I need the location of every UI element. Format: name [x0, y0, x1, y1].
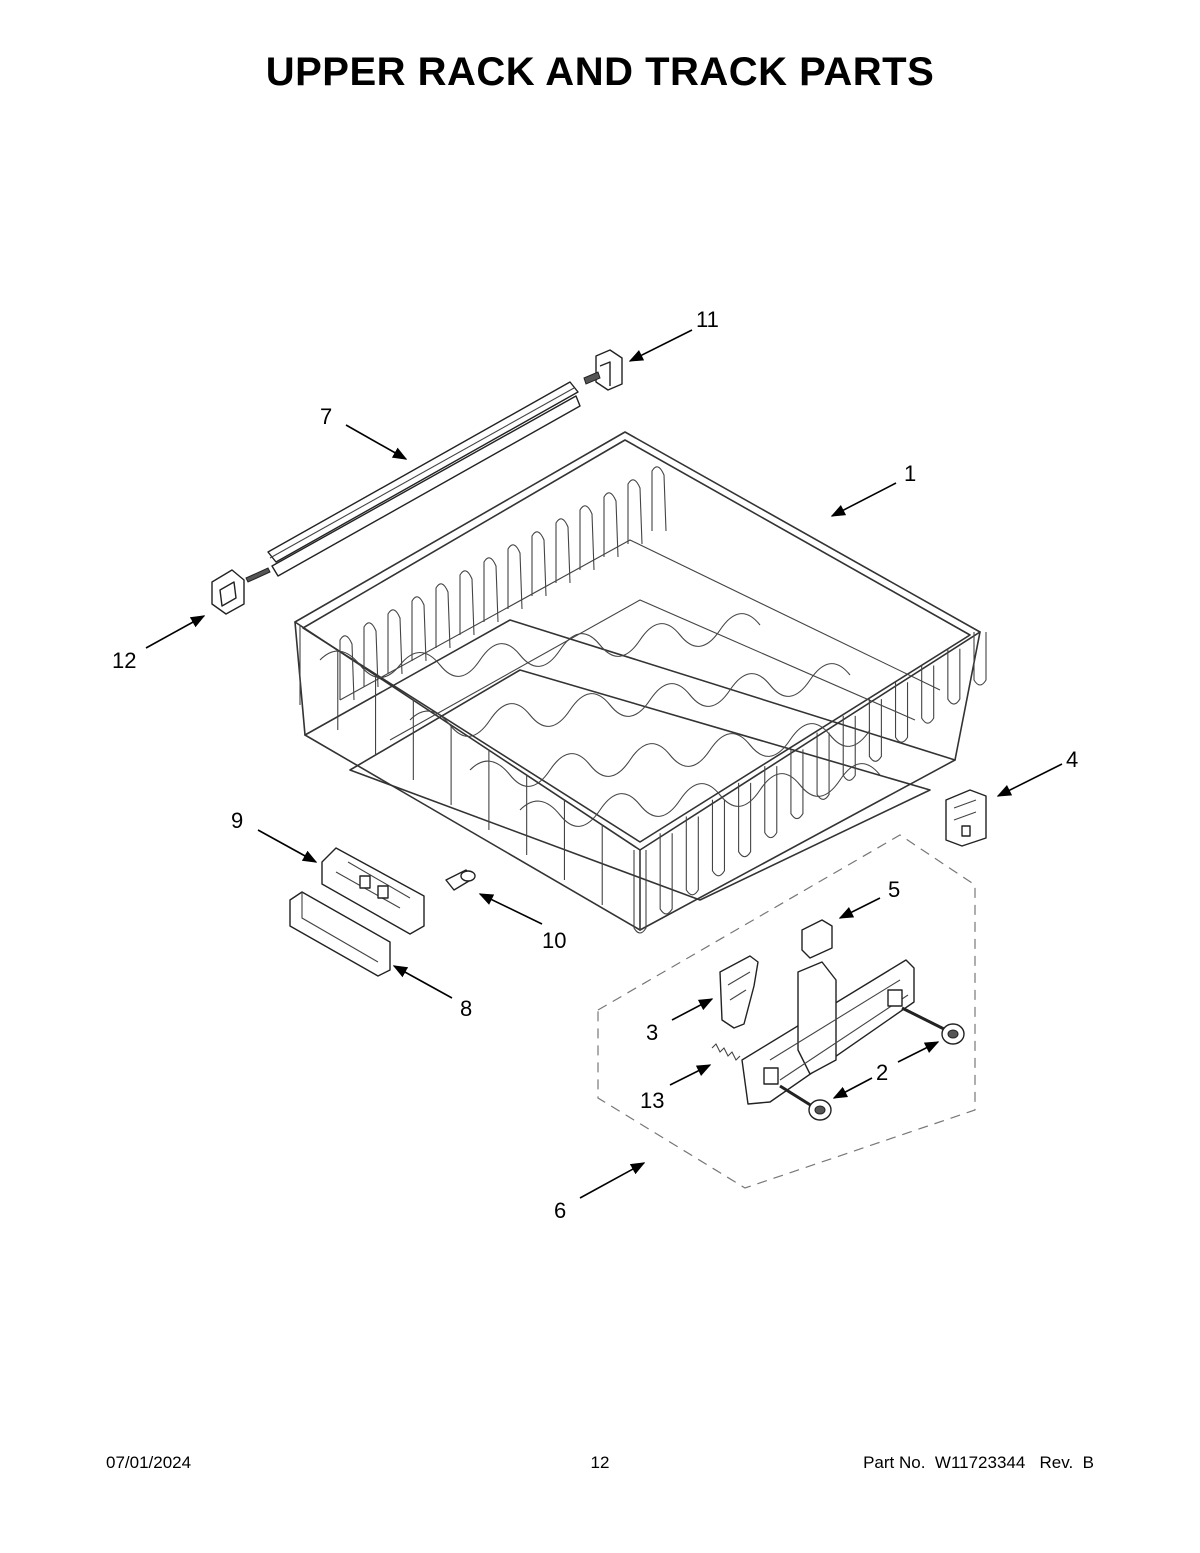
callout-2: 2: [832, 1041, 940, 1099]
rack-clip: [945, 789, 987, 847]
svg-text:1: 1: [904, 461, 916, 486]
rack-wheel-front: [779, 1084, 832, 1121]
callout-6: 6: [554, 1162, 646, 1223]
svg-text:9: 9: [231, 808, 243, 833]
rack-handle-frame: [321, 847, 425, 935]
footer-page-number: 12: [590, 1453, 610, 1472]
page-title: UPPER RACK AND TRACK PARTS: [265, 50, 935, 94]
part-number: W11723344: [934, 1453, 1026, 1472]
callout-7: 7: [320, 404, 408, 460]
svg-text:10: 10: [542, 928, 566, 953]
callout-4: 4: [996, 747, 1078, 797]
callout-9: 9: [231, 808, 318, 863]
svg-text:4: 4: [1066, 747, 1078, 772]
callout-5: 5: [838, 877, 900, 919]
adjuster-latch: [719, 955, 759, 1029]
svg-text:5: 5: [888, 877, 900, 902]
svg-text:7: 7: [320, 404, 332, 429]
fastener-pin: [445, 869, 476, 891]
callout-8: 8: [392, 965, 472, 1021]
svg-text:8: 8: [460, 996, 472, 1021]
adjuster-spring: [711, 1043, 741, 1061]
track-rail: [245, 381, 581, 583]
svg-text:11: 11: [696, 307, 719, 332]
rail-end-stop: [211, 569, 245, 615]
svg-text:2: 2: [876, 1060, 888, 1085]
upper-rack-basket: [294, 431, 987, 934]
svg-text:3: 3: [646, 1020, 658, 1045]
rack-wheel-rear: [901, 1006, 965, 1045]
footer-part-info: Part No. W11723344 Rev. B: [863, 1453, 1094, 1473]
callout-12: 12: [112, 615, 206, 673]
rack-handle-cover: [289, 891, 391, 977]
rev-value: B: [1082, 1453, 1094, 1472]
adjuster-body: [741, 959, 915, 1105]
svg-text:13: 13: [640, 1088, 664, 1113]
svg-text:12: 12: [112, 648, 136, 673]
callout-3: 3: [646, 998, 714, 1045]
callout-13: 13: [640, 1064, 712, 1113]
adjuster-assembly-outline: [597, 834, 976, 1189]
adjuster-button: [801, 919, 833, 959]
part-label: Part No.: [863, 1453, 926, 1472]
callout-11: 11: [628, 307, 719, 362]
svg-text:6: 6: [554, 1198, 566, 1223]
footer-date: 07/01/2024: [106, 1453, 192, 1472]
callout-1: 1: [830, 461, 916, 517]
rev-label: Rev.: [1039, 1453, 1074, 1472]
rail-end-cap: [583, 349, 623, 391]
callout-10: 10: [478, 893, 566, 953]
